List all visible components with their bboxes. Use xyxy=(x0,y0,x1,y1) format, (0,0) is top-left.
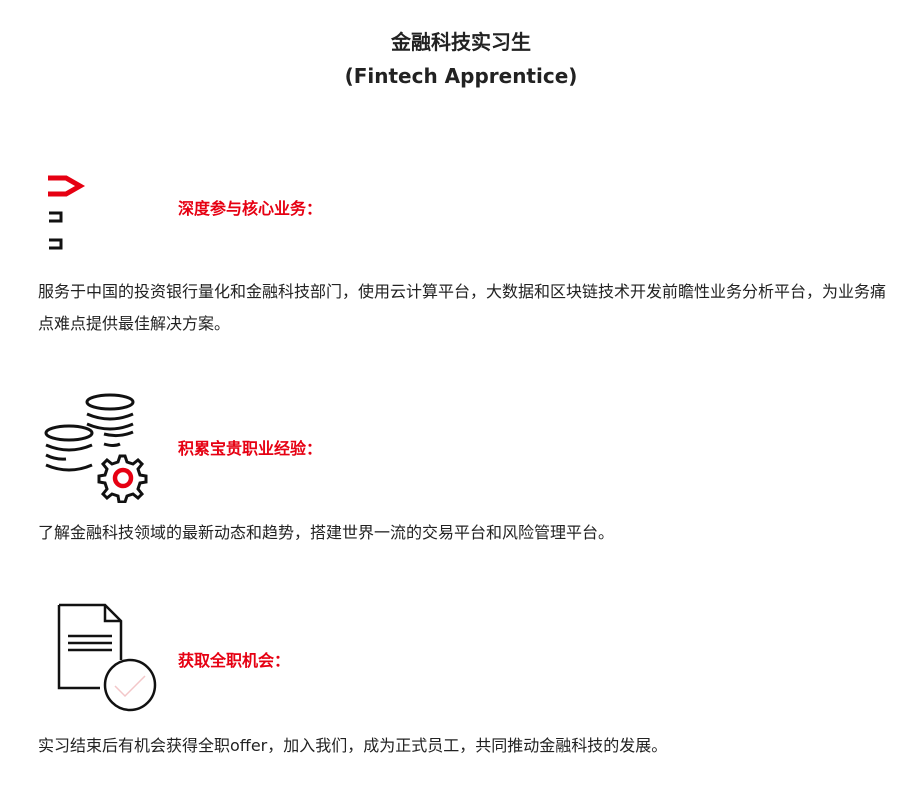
coins-gear-icon xyxy=(44,393,148,503)
section-heading: 深度参与核心业务： xyxy=(178,199,323,218)
section-heading: 获取全职机会： xyxy=(178,651,291,670)
section-body: 服务于中国的投资银行量化和金融科技部门，使用云计算平台，大数据和区块链技术开发前… xyxy=(38,282,887,333)
page-title: 金融科技实习生 xyxy=(391,30,531,54)
section-heading: 积累宝贵职业经验： xyxy=(178,439,323,458)
document-check-icon xyxy=(57,603,157,712)
section-body: 实习结束后有机会获得全职offer，加入我们，成为正式员工，共同推动金融科技的发… xyxy=(38,736,668,755)
page-subtitle: (Fintech Apprentice) xyxy=(344,64,578,88)
arrow-brackets-icon xyxy=(48,175,86,250)
section-body: 了解金融科技领域的最新动态和趋势，搭建世界一流的交易平台和风险管理平台。 xyxy=(38,523,615,542)
